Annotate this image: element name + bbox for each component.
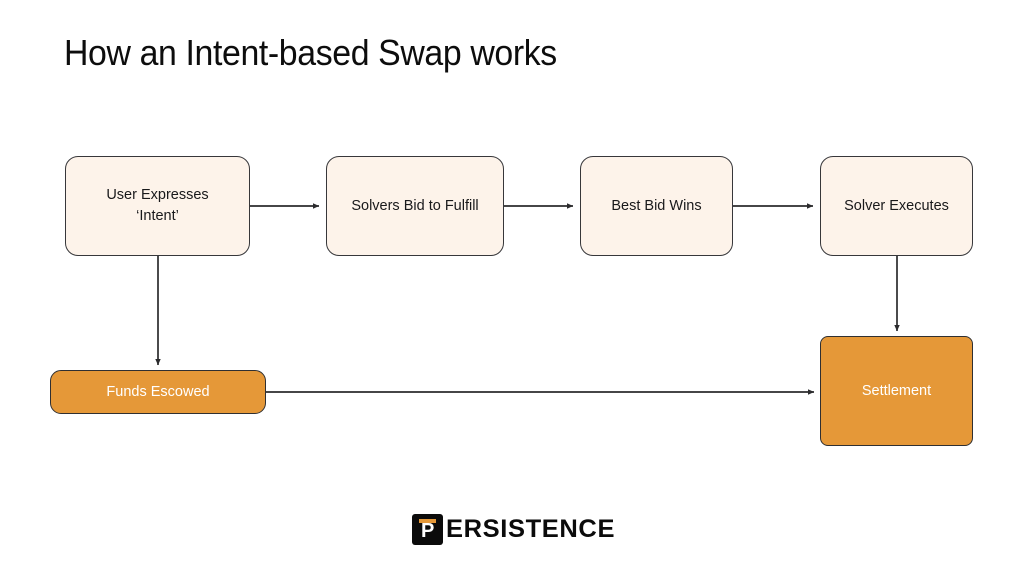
node-label: Funds Escowed	[106, 383, 210, 400]
node-funds-escowed[interactable]: Funds Escowed	[50, 370, 266, 414]
persistence-logo: P ERSISTENCE	[0, 514, 1024, 545]
node-label: Solvers Bid to Fulfill	[351, 197, 479, 214]
logo-accent-bar	[419, 519, 437, 523]
node-best-bid-wins[interactable]: Best Bid Wins	[580, 156, 733, 256]
page-title: How an Intent-based Swap works	[64, 32, 557, 73]
node-solvers-bid-to-fulfill[interactable]: Solvers Bid to Fulfill	[326, 156, 504, 256]
node-label: Settlement	[861, 382, 932, 399]
persistence-logo-mark-icon: P	[412, 514, 444, 545]
logo-wordmark: ERSISTENCE	[446, 515, 616, 543]
node-label: Best Bid Wins	[611, 197, 702, 214]
node-user-expresses-intent[interactable]: User Expresses ‘Intent’	[65, 156, 250, 256]
logo-letter: P	[420, 520, 435, 542]
node-solver-executes[interactable]: Solver Executes	[820, 156, 973, 256]
node-label: User Expresses ‘Intent’	[106, 187, 209, 224]
node-label: Solver Executes	[844, 197, 949, 214]
node-settlement[interactable]: Settlement	[820, 336, 973, 446]
